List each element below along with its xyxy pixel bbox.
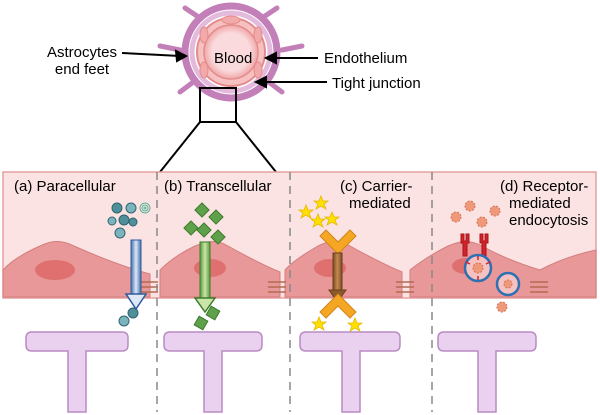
endothelium-label: Endothelium	[324, 50, 408, 67]
panel-b-title: (b) Transcellular	[164, 178, 272, 195]
paracellular-arrow	[124, 239, 148, 311]
panel-separators	[156, 172, 433, 412]
nucleus	[35, 260, 75, 280]
endocytic-vesicles	[463, 253, 521, 297]
astrocyte-foot	[299, 331, 401, 413]
panel-d-title-line3: endocytosis	[509, 212, 589, 229]
panel-c-title-line1: (c) Carrier-	[340, 178, 413, 195]
panel-d-label: (d) Receptor- mediated endocytosis	[500, 178, 588, 229]
endothelial-band	[2, 171, 597, 299]
carrier-mediated-route	[297, 194, 364, 332]
carrier-bottom	[319, 293, 357, 319]
panel-a-label: (a) Paracellular	[14, 178, 116, 195]
label-pointers	[121, 49, 327, 89]
astrocyte-foot	[437, 331, 537, 413]
transcellular-arrow	[193, 241, 217, 314]
astrocyte-foot	[163, 331, 263, 413]
ligand-particles	[450, 200, 508, 313]
panel-d-title-line1: (d) Receptor-	[500, 178, 589, 195]
receptors	[460, 233, 489, 257]
blood-label: Blood	[214, 50, 253, 67]
receptor-mediated-route	[450, 200, 521, 313]
panel-c-title-line2: mediated	[349, 195, 411, 212]
zoom-box	[199, 87, 237, 123]
astrocyte-foot	[25, 331, 129, 413]
astrocytes-label-line1: Astrocytes	[46, 44, 118, 61]
panel-d-title-line2: mediated	[509, 195, 571, 212]
receptor	[479, 233, 489, 257]
panel-c-label: (c) Carrier- mediated	[340, 178, 413, 212]
tight-junction-label: Tight junction	[332, 75, 421, 92]
teal-molecules	[107, 202, 139, 327]
astrocyte-feet-row	[25, 331, 537, 413]
carrier-top	[319, 229, 357, 255]
receptor	[460, 233, 470, 257]
yellow-stars	[297, 194, 364, 332]
paracellular-route	[107, 202, 151, 327]
green-diamonds	[183, 202, 226, 331]
panel-b-label: (b) Transcellular	[164, 178, 272, 195]
tight-junctions	[140, 281, 548, 293]
striped-molecule	[139, 202, 151, 214]
panel-a-title: (a) Paracellular	[14, 178, 116, 195]
transcellular-route	[183, 202, 226, 331]
blood-lumen	[203, 24, 259, 80]
astrocytes-label-line2: end feet	[54, 61, 110, 78]
astrocytes-label: Astrocytes end feet	[36, 44, 128, 78]
blood-vessel-cross-section	[157, 2, 305, 173]
endothelial-cells	[2, 241, 597, 298]
